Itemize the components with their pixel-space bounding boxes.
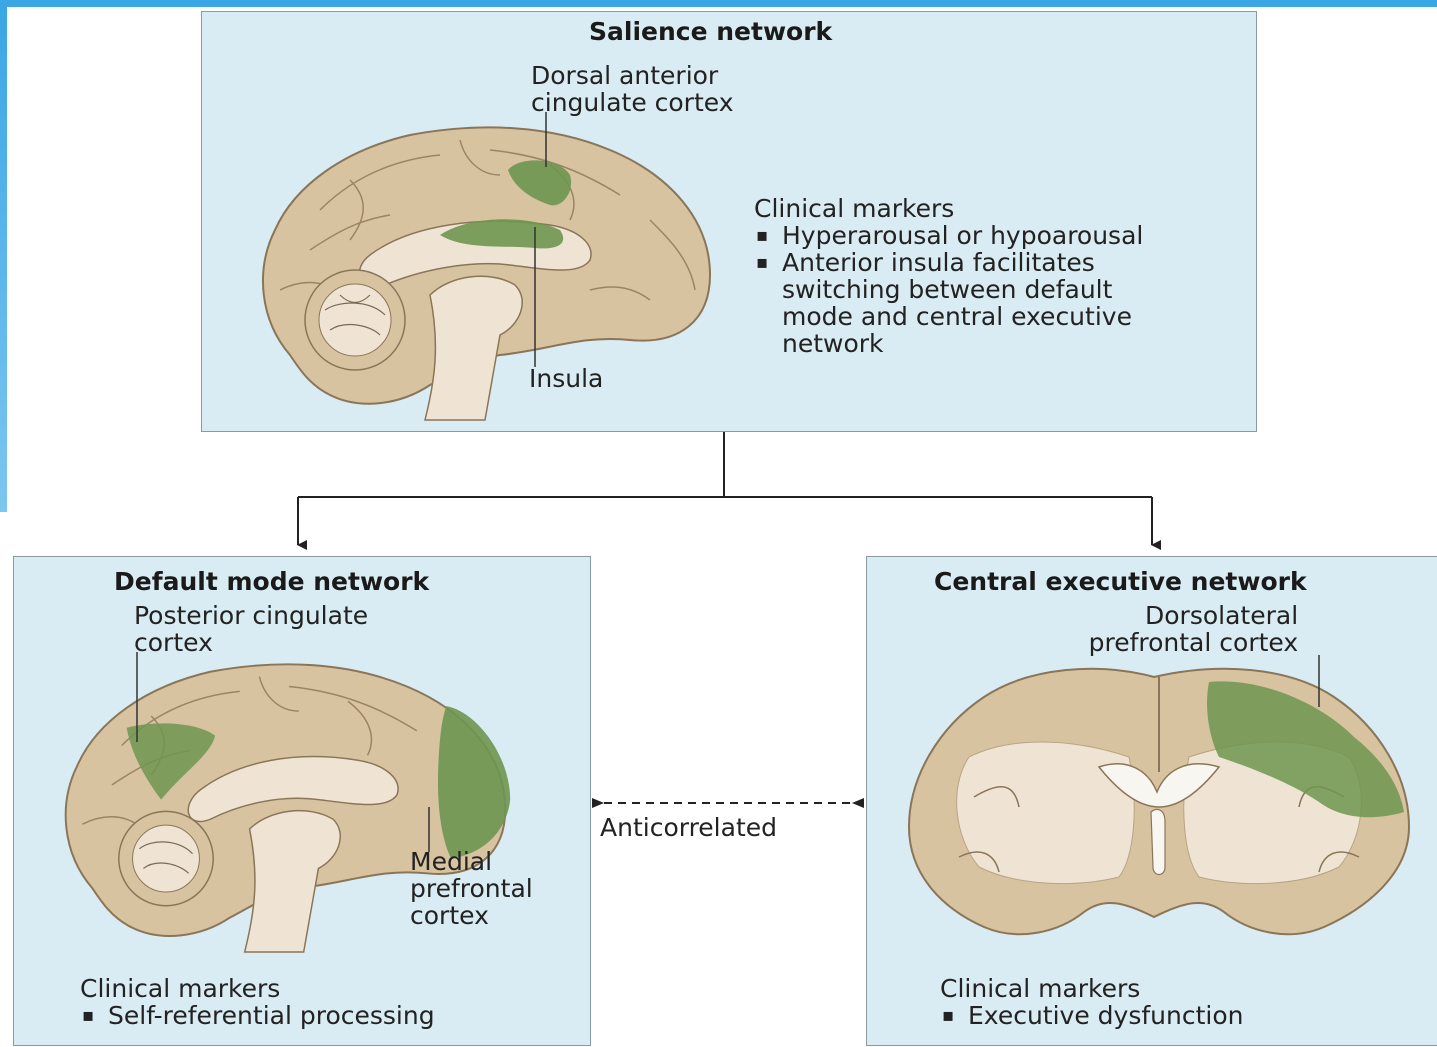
marker-item: Executive dysfunction: [940, 1002, 1243, 1029]
default-mode-clinical-markers: Clinical markers Self-referential proces…: [80, 975, 435, 1029]
marker-item: Anterior insula facilitates switching be…: [754, 249, 1143, 357]
anticorrelated-label: Anticorrelated: [600, 813, 777, 842]
clinical-markers-heading: Clinical markers: [940, 975, 1243, 1002]
clinical-markers-heading: Clinical markers: [80, 975, 435, 1002]
central-executive-clinical-markers: Clinical markers Executive dysfunction: [940, 975, 1243, 1029]
default-mode-network-panel: Default mode network Posterior cingulate…: [13, 556, 591, 1046]
salience-clinical-markers: Clinical markers Hyperarousal or hypoaro…: [754, 195, 1143, 357]
label-insula: Insula: [529, 365, 603, 392]
central-executive-network-panel: Central executive network Dorsolateral p…: [866, 556, 1437, 1046]
label-medial-prefrontal: Medial prefrontal cortex: [410, 848, 533, 929]
marker-item: Self-referential processing: [80, 1002, 435, 1029]
clinical-markers-heading: Clinical markers: [754, 195, 1143, 222]
salience-network-panel: Salience network Dorsal anterior cingula…: [201, 11, 1257, 432]
marker-item: Hyperarousal or hypoarousal: [754, 222, 1143, 249]
